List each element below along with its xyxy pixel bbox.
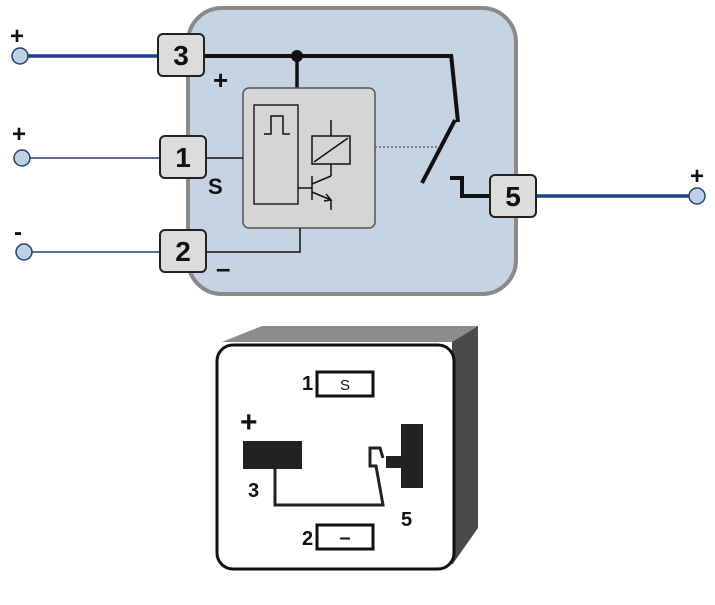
transistor-icon: [298, 175, 333, 210]
c-pin-5-stub: [386, 456, 402, 468]
switch-contact: [450, 176, 490, 198]
pin-3-label: 3: [173, 40, 189, 71]
pin-1-polarity: S: [208, 174, 223, 199]
pin-5-label: 5: [505, 181, 521, 212]
c-pin-5-blade[interactable]: [401, 424, 423, 488]
c-pin-2-slot[interactable]: [315, 523, 375, 551]
timer-block: [253, 104, 299, 205]
c-pin-1-number: 1: [302, 373, 313, 395]
terminal-5-end[interactable]: [688, 187, 706, 205]
pin-3-polarity: +: [213, 65, 228, 95]
c-pin-2-number: 2: [302, 528, 313, 550]
pulse-icon: [264, 115, 290, 135]
c-pin-3-number: 3: [248, 480, 259, 502]
c-pin-1-slot[interactable]: [315, 370, 375, 398]
wire-2-polarity: -: [14, 219, 22, 246]
connector-side-face: [452, 326, 478, 565]
wire-3-polarity: +: [10, 23, 24, 50]
relay-schematic: + + - +: [10, 6, 706, 296]
switch-blade: [420, 119, 457, 184]
c-pin-2-symbol: –: [339, 527, 350, 549]
pin-2-label: 2: [175, 236, 191, 267]
wire-5-polarity: +: [690, 163, 704, 190]
c-pin-3-symbol: +: [240, 406, 258, 439]
switch-feed: [449, 53, 460, 123]
terminal-2-end[interactable]: [15, 243, 33, 261]
pin-5[interactable]: 5: [489, 174, 537, 218]
wire-1-polarity: +: [12, 121, 26, 148]
pin-1[interactable]: 1: [159, 135, 207, 179]
pin-3[interactable]: 3: [157, 33, 205, 77]
c-pin-5-number: 5: [401, 509, 412, 531]
connector-pinout: 1 S + 3 5 2 –: [215, 326, 478, 571]
terminal-3-end[interactable]: [11, 47, 29, 65]
pin-2[interactable]: 2: [159, 229, 207, 273]
connector-top-face: [222, 326, 478, 342]
connector-internal-path: [273, 446, 385, 507]
c-pin-3-blade[interactable]: [243, 441, 302, 469]
coil-diagonal: [313, 137, 349, 163]
pin-2-polarity: –: [216, 253, 230, 283]
ground-internal: [205, 228, 301, 253]
terminal-1-end[interactable]: [13, 149, 31, 167]
connector-front: [215, 343, 456, 571]
pin-1-label: 1: [175, 142, 191, 173]
c-pin-1-symbol: S: [340, 377, 350, 394]
